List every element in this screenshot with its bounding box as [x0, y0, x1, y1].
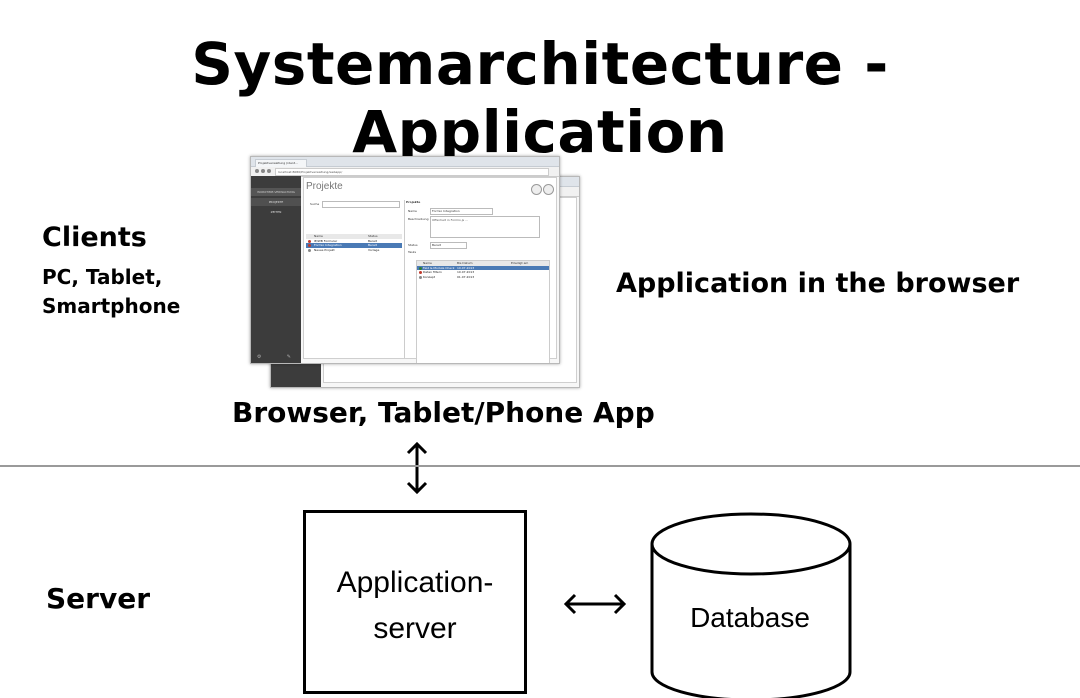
- tasks-table: Name Bis Datum Erledigt am Feld & Module…: [416, 260, 550, 363]
- table-cell-name: Konzept: [423, 274, 436, 279]
- table-cell-name: Daten filtern: [423, 270, 442, 274]
- list-item-name: Neues Projekt: [314, 247, 335, 252]
- detail-title: Projekte: [406, 200, 421, 204]
- list-item-status: Bereit: [368, 243, 377, 247]
- status-icon: [308, 244, 311, 247]
- clients-devices-line2: Smartphone: [42, 294, 181, 318]
- projects-title: Projekte: [306, 181, 343, 192]
- clients-devices: PC, Tablet, Smartphone: [42, 263, 180, 321]
- server-heading: Server: [46, 582, 151, 615]
- back-sidebar: [271, 363, 321, 387]
- status-label: Status: [408, 243, 418, 247]
- name-label: Name: [408, 209, 417, 213]
- tasks-col-done: Erledigt am: [511, 261, 529, 265]
- status-icon: [419, 266, 422, 270]
- sidebar-item-projekte: PROJEKTE: [251, 198, 301, 206]
- wrench-icon: ✎: [286, 354, 291, 360]
- app-sidebar: WORKTIME-VERWALTUNG PROJEKTE ZEITEN ⚙ ✎: [251, 176, 301, 363]
- clients-devices-line1: PC, Tablet,: [42, 265, 163, 289]
- tasks-col-date: Bis Datum: [457, 261, 473, 265]
- pencil-icon: [419, 275, 422, 279]
- vertical-double-arrow-icon: [406, 441, 428, 495]
- list-item-name: IE/WB Formular: [314, 238, 338, 243]
- search-label: Suche: [310, 202, 320, 206]
- reload-icon: [267, 169, 271, 173]
- url-field: localhost:8080/Projektverwaltung/webapp/: [275, 168, 549, 176]
- browser-chrome-bar: Projektverwaltung (ident...: [251, 157, 559, 167]
- application-server-box: [303, 510, 527, 694]
- table-row: Konzept 01.07.2013: [417, 275, 549, 280]
- browser-address-bar: localhost:8080/Projektverwaltung/webapp/: [251, 167, 559, 177]
- list-header-name: Name: [314, 234, 323, 238]
- database-label: Database: [690, 602, 810, 633]
- app-content: Projekte Suche Name Status IE/WB Formula…: [303, 177, 557, 363]
- table-cell-name: Feld & Module Check: [423, 265, 455, 270]
- sidebar-header: WORKTIME-VERWALTUNG: [251, 188, 301, 196]
- page-title: Systemarchitecture - Application: [191, 30, 889, 166]
- list-item: Formio Integration Bereit: [306, 243, 402, 248]
- settings-icon: ⚙: [257, 354, 262, 360]
- browser-app-label: Browser, Tablet/Phone App: [232, 396, 655, 429]
- tasks-col-name: Name: [423, 261, 432, 265]
- forward-icon: [261, 169, 265, 173]
- database-cylinder-icon: [650, 512, 852, 698]
- list-item-status: Bereit: [368, 238, 377, 243]
- application-in-browser-label: Application in the browser: [616, 268, 1020, 299]
- back-icon: [255, 169, 259, 173]
- table-cell-date: 10.07.2013: [457, 265, 475, 270]
- help-icon: [531, 184, 542, 195]
- client-server-divider: [0, 465, 1080, 467]
- pencil-icon: [308, 248, 311, 252]
- panel-divider: [404, 200, 405, 358]
- table-cell-date: 10.07.2013: [457, 270, 475, 274]
- list-header: Name Status: [306, 234, 402, 239]
- tasks-table-header: Name Bis Datum Erledigt am: [417, 261, 549, 266]
- list-item: Neues Projekt Vorlage: [306, 248, 402, 253]
- application-server-label: Application- server: [303, 560, 527, 652]
- table-row: Feld & Module Check 10.07.2013: [417, 265, 549, 270]
- table-row: Daten filtern 10.07.2013: [417, 270, 549, 275]
- list-header-status: Status: [368, 234, 378, 238]
- status-icon: [308, 239, 311, 243]
- table-cell-date: 01.07.2013: [457, 274, 475, 279]
- search-input: [322, 201, 400, 208]
- status-select: Bereit: [430, 242, 467, 249]
- list-item-name: Formio Integration: [314, 243, 342, 247]
- project-list: Name Status IE/WB Formular Bereit Formio…: [306, 234, 402, 252]
- screenshot-window-front: Projektverwaltung (ident... localhost:80…: [250, 156, 560, 364]
- description-label: Beschreibung: [408, 217, 429, 221]
- status-icon: [419, 271, 422, 274]
- clients-heading: Clients: [42, 222, 147, 253]
- list-item-status: Vorlage: [368, 247, 380, 252]
- application-server-line2: server: [373, 612, 457, 645]
- browser-tab: Projektverwaltung (ident...: [255, 159, 307, 167]
- application-server-line1: Application-: [336, 566, 494, 599]
- print-icon: [543, 184, 554, 195]
- horizontal-double-arrow-icon: [563, 593, 627, 615]
- list-item: IE/WB Formular Bereit: [306, 239, 402, 244]
- name-field: Formio Integration: [430, 208, 493, 215]
- sidebar-item-zeiten: ZEITEN: [270, 210, 282, 214]
- tasks-label: Tasks: [408, 250, 417, 254]
- description-field: Offenheit in Formio.js ...: [430, 216, 540, 238]
